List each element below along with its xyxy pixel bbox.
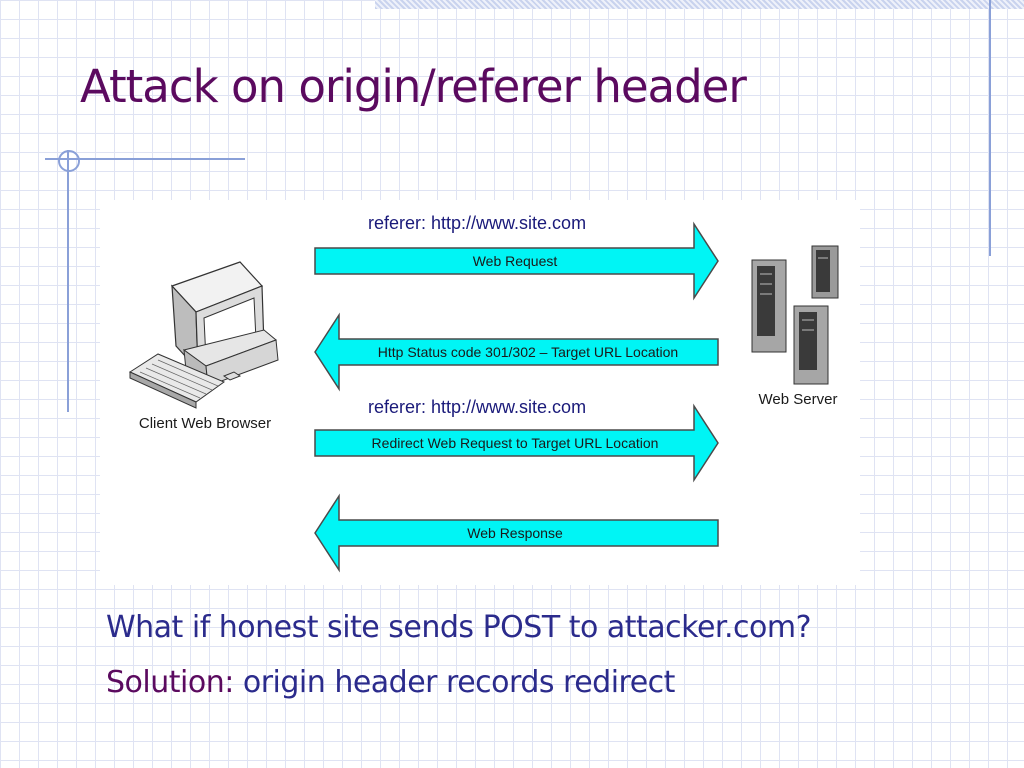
- title-underline-rule: [45, 158, 245, 160]
- left-vertical-rule: [67, 150, 69, 412]
- arrow-web-request: Web Request: [314, 221, 719, 301]
- client-computer-icon: [128, 261, 279, 409]
- server-label: Web Server: [759, 391, 838, 408]
- arrow-http-status: Http Status code 301/302 – Target URL Lo…: [314, 312, 719, 392]
- referer-label-2: referer: http://www.site.com: [368, 397, 587, 417]
- arrow-web-response: Web Response: [314, 493, 719, 573]
- solution-label: Solution:: [106, 665, 234, 700]
- arrow-label-http-status: Http Status code 301/302 – Target URL Lo…: [378, 344, 678, 360]
- slide-title: Attack on origin/referer header: [80, 60, 747, 113]
- arrow-label-web-response: Web Response: [467, 525, 563, 541]
- client-label: Client Web Browser: [139, 415, 271, 432]
- web-server-icon: [751, 245, 839, 385]
- solution-text: origin header records redirect: [233, 665, 676, 700]
- bullet-question: What if honest site sends POST to attack…: [106, 610, 812, 645]
- arrow-redirect-request: Redirect Web Request to Target URL Locat…: [314, 403, 719, 483]
- bullet-solution: Solution: origin header records redirect: [106, 665, 675, 700]
- referer-label-1: referer: http://www.site.com: [368, 213, 587, 233]
- right-vertical-rule: [989, 0, 991, 256]
- top-decorative-band: [375, 0, 1024, 9]
- arrow-label-web-request: Web Request: [473, 253, 558, 269]
- redirect-flow-diagram: Web Request Http Status code 301/302 – T…: [100, 200, 860, 585]
- arrow-label-redirect-request: Redirect Web Request to Target URL Locat…: [372, 435, 659, 451]
- crosshair-ornament: [58, 150, 80, 172]
